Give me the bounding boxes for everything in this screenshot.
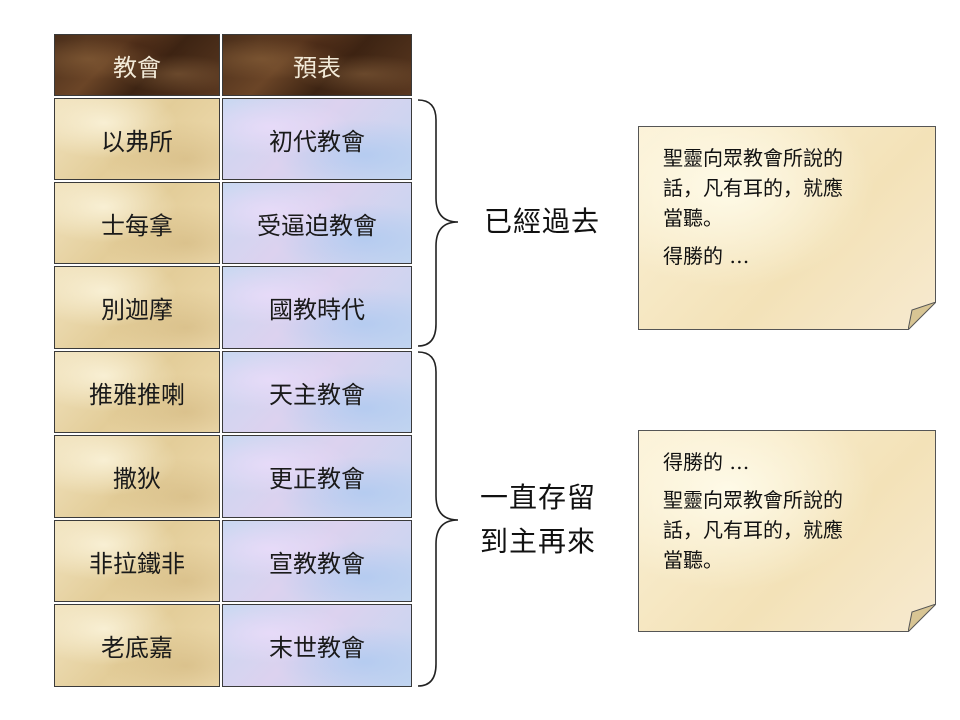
church-cell-laodicea: 老底嘉 (54, 604, 220, 687)
church-cell-pergamum: 別迦摩 (54, 266, 220, 349)
header-foreshadow: 預表 (222, 34, 412, 96)
note-bottom-line4: 當聽。 (663, 548, 723, 572)
note-bottom-line3: 話，凡有耳的，就應 (663, 518, 843, 542)
remaining-label-line2: 到主再來 (480, 525, 597, 558)
note-bottom-line2: 聖靈向眾教會所說的 (663, 488, 843, 512)
past-brace (417, 99, 459, 347)
foreshadow-cell-6: 宣教教會 (222, 520, 412, 602)
church-cell-sardis: 撒狄 (54, 435, 220, 518)
foreshadow-cell-1: 初代教會 (222, 98, 412, 180)
note-top-line4: 得勝的 … (663, 244, 750, 268)
note-top-line3: 當聽。 (663, 206, 723, 230)
page-curl-icon (908, 302, 936, 330)
past-label: 已經過去 (484, 205, 601, 238)
foreshadow-cell-5: 更正教會 (222, 435, 412, 518)
church-cell-smyrna: 士每拿 (54, 182, 220, 264)
remaining-brace (417, 351, 459, 687)
note-top: 聖靈向眾教會所說的 話，凡有耳的，就應 當聽。 得勝的 … (638, 126, 936, 330)
header-church: 教會 (54, 34, 220, 96)
note-top-line1: 聖靈向眾教會所說的 (663, 146, 843, 170)
church-cell-thyatira: 推雅推喇 (54, 351, 220, 433)
page-curl-icon (908, 604, 936, 632)
church-cell-philadelphia: 非拉鐵非 (54, 520, 220, 602)
foreshadow-cell-4: 天主教會 (222, 351, 412, 433)
church-cell-ephesus: 以弗所 (54, 98, 220, 180)
foreshadow-cell-2: 受逼迫教會 (222, 182, 412, 264)
note-bottom-line1: 得勝的 … (663, 450, 750, 474)
note-top-line2: 話，凡有耳的，就應 (663, 176, 843, 200)
foreshadow-cell-7: 末世教會 (222, 604, 412, 687)
note-bottom: 得勝的 … 聖靈向眾教會所說的 話，凡有耳的，就應 當聽。 (638, 430, 936, 632)
remaining-label-line1: 一直存留 (480, 481, 597, 514)
foreshadow-cell-3: 國教時代 (222, 266, 412, 349)
